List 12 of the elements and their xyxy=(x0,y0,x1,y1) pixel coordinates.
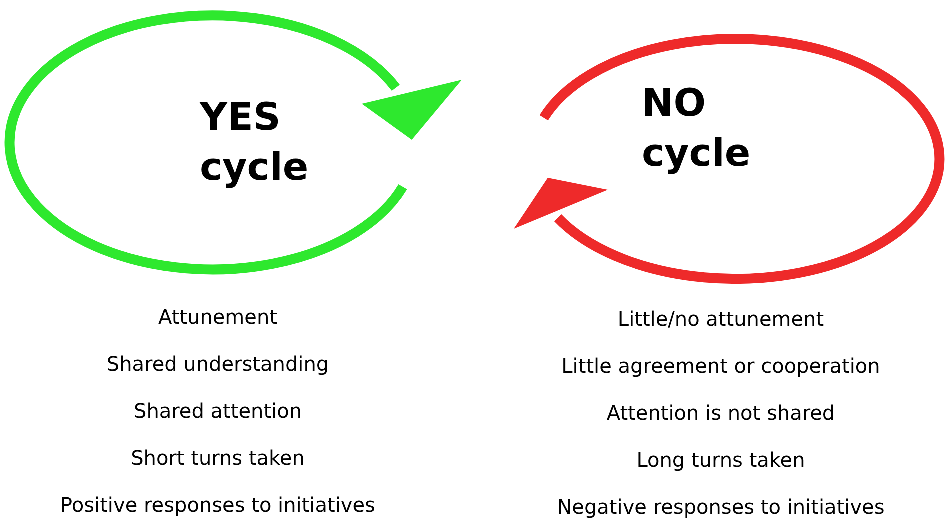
list-item: Long turns taken xyxy=(636,447,806,474)
list-item: Little agreement or cooperation xyxy=(562,353,880,380)
list-item: Shared understanding xyxy=(106,351,330,378)
list-item: Shared attention xyxy=(134,398,302,425)
cycle-title: YES cycle xyxy=(200,94,310,191)
list-item: Attunement xyxy=(158,304,278,331)
cycle-title: NO cycle xyxy=(642,80,752,177)
list-item: Short turns taken xyxy=(131,445,305,472)
list-item: Little/no attunement xyxy=(618,306,824,333)
list-item: Positive responses to initiatives xyxy=(60,492,376,519)
list-item: Attention is not shared xyxy=(606,400,836,427)
list-item: Negative responses to initiatives xyxy=(557,494,885,520)
